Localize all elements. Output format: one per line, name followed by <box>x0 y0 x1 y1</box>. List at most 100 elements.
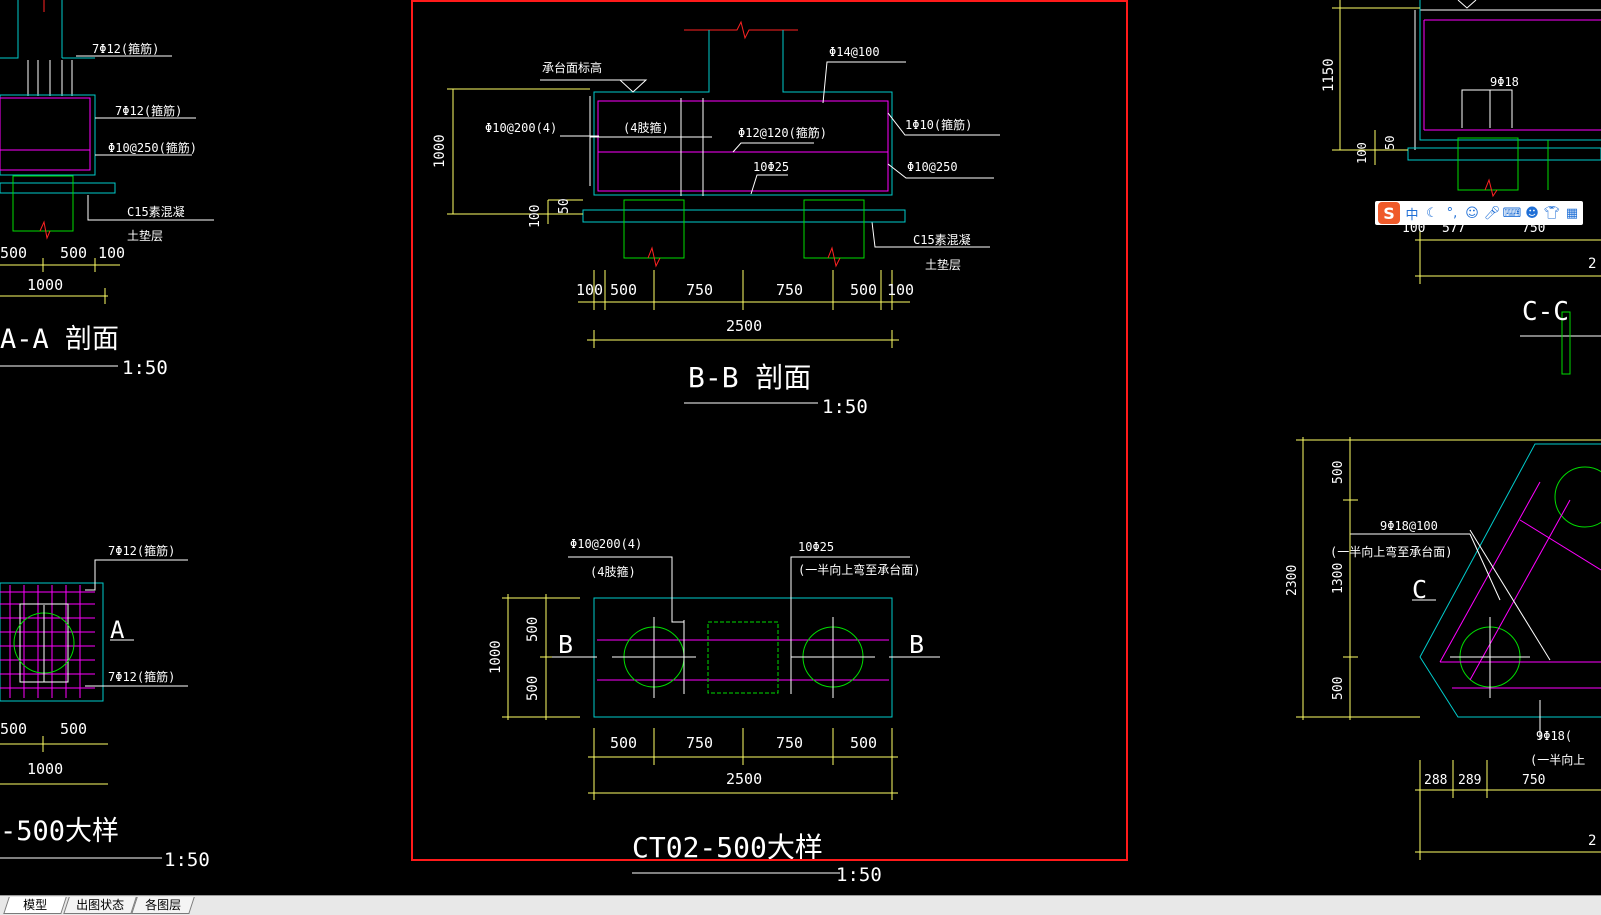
tab-layers[interactable]: 各图层 <box>131 897 195 914</box>
label-soil-center: 土垫层 <box>925 257 961 272</box>
ime-toolbar[interactable]: S 中 ☾ °, ☺ 🎤︎ ⌨ ☻ 👕︎ ▦ <box>1375 201 1583 225</box>
dim-100v-right: 100 <box>1355 142 1369 164</box>
dim-1300: 1300 <box>1331 563 1346 594</box>
plan-dim-500b: 500 <box>60 720 87 738</box>
plan-dim-500a: 500 <box>0 720 27 738</box>
skin-icon[interactable]: 👕︎ <box>1543 205 1561 221</box>
center-drawing-labels: 承台面标高 Φ14@100 Φ10@200(4) (4肢箍) Φ12@120(箍… <box>432 45 972 886</box>
marker-c: C <box>1412 575 1427 604</box>
dim-total: 2500 <box>726 317 762 335</box>
dim-288: 288 <box>1424 773 1447 788</box>
plan-dim-seg-2: 750 <box>686 734 713 752</box>
layout-tab-bar: 模型 出图状态 各图层 <box>0 895 1601 915</box>
cad-model-space[interactable]: 7Φ12(箍筋) 7Φ12(箍筋) Φ10@250(箍筋) C15素混凝 土垫层… <box>0 0 1601 895</box>
left-drawing-labels: 7Φ12(箍筋) 7Φ12(箍筋) Φ10@250(箍筋) C15素混凝 土垫层… <box>0 41 210 871</box>
label-half-note-right: (一半向上弯至承台面) <box>1330 544 1452 559</box>
marker-a: A <box>110 616 125 644</box>
label-c15: C15素混凝 <box>913 232 971 247</box>
tab-model[interactable]: 模型 <box>3 897 67 914</box>
tab-layers-label: 各图层 <box>145 898 182 912</box>
plan-dim-seg-4: 500 <box>850 734 877 752</box>
emoji-icon[interactable]: ☺ <box>1465 205 1479 221</box>
label-rebar1: 7Φ12(箍筋) <box>92 41 159 56</box>
dim-750-right-b: 750 <box>1522 773 1545 788</box>
plan-dim-500b: 500 <box>525 676 541 701</box>
center-drawing <box>447 20 1000 874</box>
label-rebar3: Φ10@250(箍筋) <box>108 140 197 155</box>
plan-dim-500a: 500 <box>525 617 541 642</box>
microphone-icon[interactable]: 🎤︎ <box>1483 205 1501 221</box>
dim-50v-right: 50 <box>1383 136 1397 150</box>
dim-500a: 500 <box>0 244 27 262</box>
dim-seg-2: 500 <box>610 281 637 299</box>
dim-seg-4: 750 <box>776 281 803 299</box>
label-phi10-250: Φ10@250 <box>907 160 958 174</box>
ime-mode-button[interactable]: 中 <box>1405 207 1419 223</box>
plan-dim-seg-1: 500 <box>610 734 637 752</box>
label-phi10-200: Φ10@200(4) <box>485 121 557 135</box>
plan-dim-seg-3: 750 <box>776 734 803 752</box>
dim-50-vertical: 50 <box>557 198 572 214</box>
dim-500-bottom: 500 <box>1331 677 1346 700</box>
plan-label-four-legs: (4肢箍) <box>590 564 636 579</box>
dim-1150: 1150 <box>1321 58 1337 92</box>
plan-label-half-note: (一半向上弯至承台面) <box>798 562 920 577</box>
section-title-aa: A-A 剖面 <box>0 324 119 355</box>
dim-2300: 2300 <box>1285 565 1300 596</box>
label-phi12-120: Φ12@120(箍筋) <box>738 125 827 140</box>
plan-dim-total: 2500 <box>726 770 762 788</box>
label-half-note-b: (一半向上 <box>1530 752 1585 767</box>
label-concrete: C15素混凝 <box>127 204 185 219</box>
dim-100: 100 <box>98 244 125 262</box>
keyboard-icon[interactable]: ⌨ <box>1502 205 1522 221</box>
scale-aa: 1:50 <box>122 357 168 379</box>
tab-model-label: 模型 <box>23 898 48 912</box>
label-soil: 土垫层 <box>127 228 163 243</box>
label-ten-phi25: 10Φ25 <box>753 160 789 174</box>
plan-rebar1: 7Φ12(箍筋) <box>108 543 175 558</box>
plan-label-phi10-200: Φ10@200(4) <box>570 537 642 551</box>
section-title-cc: C-C <box>1522 297 1569 327</box>
section-title-bb: B-B 剖面 <box>688 361 811 394</box>
label-phi14: Φ14@100 <box>829 45 880 59</box>
label-nine-phi18: 9Φ18 <box>1490 75 1519 89</box>
right-drawing-labels: 1150 9Φ18 100 50 100 577 750 2 C-C 500 2… <box>1285 58 1596 849</box>
plan-dim-1000: 1000 <box>27 760 63 778</box>
dim-500b: 500 <box>60 244 87 262</box>
dim-1000-vertical: 1000 <box>432 134 448 168</box>
plan-dim-1000: 1000 <box>488 640 504 674</box>
marker-b-right: B <box>909 630 924 659</box>
tab-plot-state[interactable]: 出图状态 <box>63 897 137 914</box>
grid-icon[interactable]: ▦ <box>1565 205 1579 221</box>
label-rebar2: 7Φ12(箍筋) <box>115 103 182 118</box>
plan-title-ct02: CT02-500大样 <box>632 831 823 864</box>
punctuation-icon[interactable]: °, <box>1446 205 1458 221</box>
user-icon[interactable]: ☻ <box>1525 205 1539 221</box>
sogou-logo-icon[interactable]: S <box>1378 202 1400 224</box>
dim-2-right-b: 2 <box>1588 833 1596 849</box>
moon-icon[interactable]: ☾ <box>1426 205 1438 221</box>
dim-500-top: 500 <box>1331 461 1346 484</box>
plan-rebar2: 7Φ12(箍筋) <box>108 669 175 684</box>
plan-scale-ct02: 1:50 <box>836 864 882 886</box>
left-drawing <box>0 0 214 859</box>
scale-bb: 1:50 <box>822 396 868 418</box>
dim-289: 289 <box>1458 773 1481 788</box>
plan-scale-left: 1:50 <box>164 849 210 871</box>
marker-b-left: B <box>558 630 573 659</box>
label-phi18-100: 9Φ18@100 <box>1380 519 1438 533</box>
highlight-frame <box>411 0 1128 861</box>
label-nine-phi18-b: 9Φ18( <box>1536 729 1572 743</box>
dim-seg-1: 100 <box>576 281 603 299</box>
label-four-legs: (4肢箍) <box>623 120 669 135</box>
dim-1000: 1000 <box>27 276 63 294</box>
dim-100-vertical: 100 <box>528 205 543 228</box>
tab-plot-state-label: 出图状态 <box>76 898 125 912</box>
label-one-phi10: 1Φ10(箍筋) <box>905 117 972 132</box>
dim-seg-5: 500 <box>850 281 877 299</box>
dim-seg-6: 100 <box>887 281 914 299</box>
dim-seg-3: 750 <box>686 281 713 299</box>
plan-title-left: -500大样 <box>0 816 119 847</box>
label-cap-elevation: 承台面标高 <box>542 60 602 75</box>
plan-label-ten-phi25: 10Φ25 <box>798 540 834 554</box>
